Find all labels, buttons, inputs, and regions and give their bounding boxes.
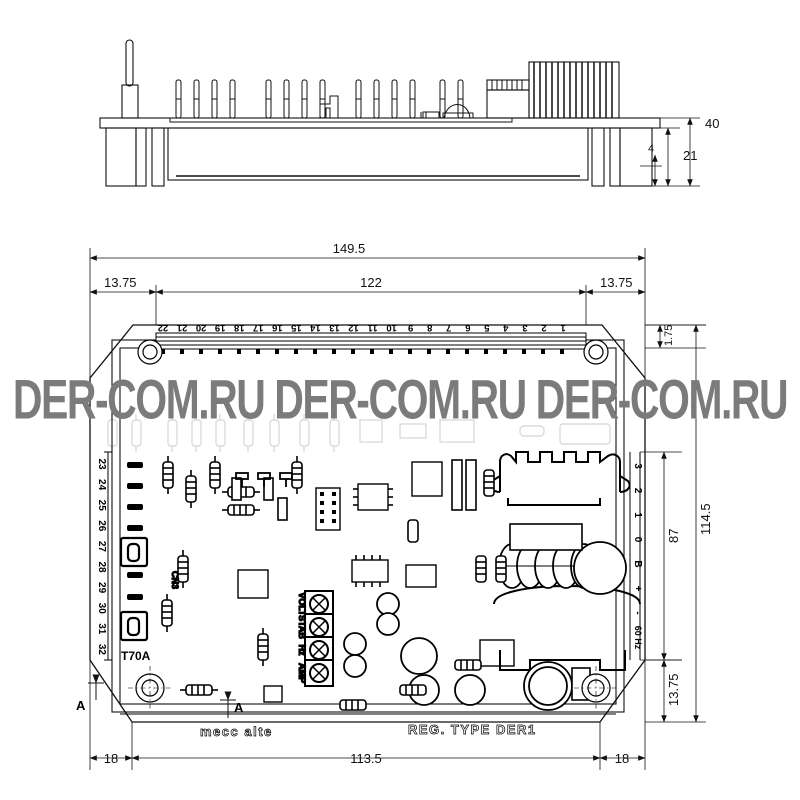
right-marking-3: 3 — [632, 463, 643, 469]
left-terminal-numbers: 23 24 25 26 27 28 29 30 31 32 — [96, 458, 107, 655]
terminal-26: 26 — [96, 520, 107, 532]
board-brand-label: mecc alte — [200, 724, 273, 739]
connector-pin-18: 18 — [234, 322, 245, 333]
integrated-circuits — [237, 461, 515, 703]
dim-side-body-height: 21 — [683, 148, 697, 163]
terminal-30: 30 — [96, 603, 107, 615]
connector-pin-14: 14 — [309, 322, 320, 333]
connector-pin-5: 5 — [483, 322, 489, 333]
dim-bottom-inset: 13.75 — [666, 673, 681, 706]
trimmer-label-volt: VOLT — [297, 592, 307, 616]
connector-pin-2: 2 — [541, 322, 546, 333]
trimmer-label-amp: AMP — [297, 663, 307, 683]
dim-right-chamfer: 18 — [615, 751, 629, 766]
connector-pin-13: 13 — [329, 322, 340, 333]
terminal-pads — [127, 462, 143, 600]
cn3-label: CN3 — [170, 571, 180, 589]
right-marking--: - — [632, 611, 643, 614]
right-marking-1: 1 — [632, 512, 643, 518]
fuse-rating-label: T70A — [121, 649, 151, 663]
connector-pin-8: 8 — [427, 322, 432, 333]
terminal-31: 31 — [96, 623, 107, 635]
connector-pin-7: 7 — [446, 322, 451, 333]
dim-right-inset: 13.75 — [600, 275, 633, 290]
dim-pcb-width: 122 — [360, 275, 382, 290]
dim-bottom-width: 113.5 — [350, 751, 382, 766]
left-terminal-strip — [104, 451, 112, 661]
trimmer-potentiometers — [304, 590, 334, 687]
right-marking-+: + — [632, 586, 643, 592]
plan-dimension-lines — [89, 248, 706, 770]
right-marking-0: 0 — [632, 537, 643, 543]
connector-pin-17: 17 — [253, 322, 264, 333]
fuse-holder — [119, 536, 149, 642]
connector-pin-9: 9 — [408, 322, 413, 333]
dim-connector-offset: 1.75 — [663, 325, 675, 346]
right-marking-60-Hz: 60 Hz — [633, 626, 643, 650]
connector-pin-12: 12 — [348, 322, 359, 333]
connector-pin-6: 6 — [465, 322, 470, 333]
dim-inner-height: 87 — [666, 529, 681, 543]
right-marking-2: 2 — [632, 488, 643, 494]
section-marker-inner — [220, 691, 236, 718]
connector-pin-3: 3 — [522, 322, 527, 333]
terminal-27: 27 — [96, 541, 107, 553]
connector-pin-22: 22 — [158, 322, 169, 333]
connector-pin-16: 16 — [272, 322, 283, 333]
dim-overall-height: 114.5 — [698, 503, 713, 535]
connector-pin-19: 19 — [215, 322, 226, 333]
connector-pin-15: 15 — [290, 322, 301, 333]
connector-pin-10: 10 — [386, 322, 397, 333]
mounting-holes — [128, 339, 618, 710]
top-connector — [155, 332, 587, 350]
cn3-header — [315, 487, 341, 531]
connector-pin-21: 21 — [176, 322, 187, 333]
terminal-24: 24 — [96, 479, 107, 491]
copper-heatsink-pattern — [489, 451, 641, 671]
right-edge-marking-labels: 3 2 1 0B + - 60 Hz — [632, 463, 643, 650]
dim-left-chamfer: 18 — [104, 751, 118, 766]
right-marking-B: B — [632, 560, 643, 567]
connector-pin-20: 20 — [196, 322, 207, 333]
dim-side-pcb-thickness: 4 — [648, 143, 654, 155]
trimmer-label-stab: STAB — [297, 615, 307, 639]
terminal-23: 23 — [96, 458, 107, 470]
terminal-29: 29 — [96, 582, 107, 594]
side-view — [99, 39, 661, 187]
section-label-left: A — [76, 698, 86, 713]
dim-left-inset: 13.75 — [104, 275, 137, 290]
side-view-dimensions — [640, 117, 700, 187]
connector-pin-4: 4 — [503, 322, 509, 333]
connector-pin-11: 11 — [367, 322, 378, 333]
top-connector-pin-tails — [161, 349, 564, 354]
dim-side-overall-height: 40 — [705, 116, 719, 131]
section-label-inner: A — [234, 700, 244, 715]
trimmer-label-hz: Hz — [297, 645, 307, 656]
connector-pin-1: 1 — [560, 322, 566, 333]
terminal-32: 32 — [96, 644, 107, 656]
section-marker-left — [88, 674, 104, 700]
board-type-label: REG. TYPE DER1 — [408, 722, 537, 737]
terminal-25: 25 — [96, 500, 107, 512]
terminal-28: 28 — [96, 561, 107, 573]
large-capacitor — [343, 541, 627, 711]
dim-overall-width: 149.5 — [333, 241, 366, 256]
